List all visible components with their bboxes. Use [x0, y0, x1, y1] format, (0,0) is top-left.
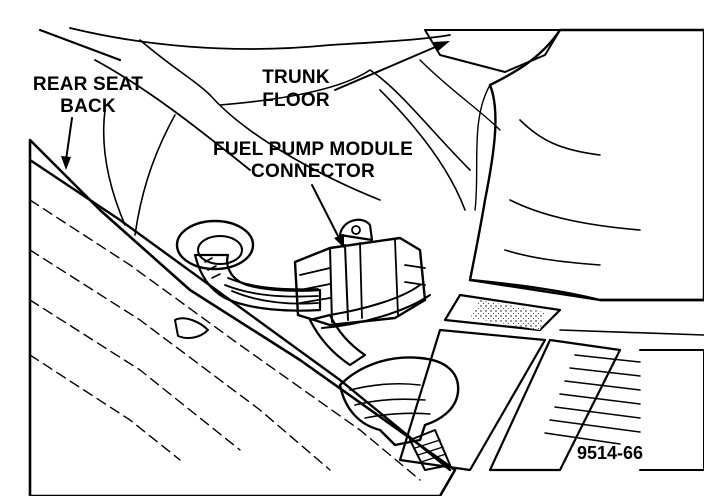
trunk-floor-panel [424, 28, 704, 302]
label-connector-line1: FUEL PUMP MODULE [213, 139, 413, 160]
floor-grommet [175, 219, 255, 271]
label-connector-line2: CONNECTOR [251, 161, 375, 182]
trunk-panel-outlines [38, 27, 501, 236]
leader-rear-seat-back [65, 117, 73, 161]
leader-connector [311, 184, 341, 241]
leader-trunk-floor [334, 44, 441, 91]
fuel-pump-module-connector [293, 218, 427, 327]
floor-rails [398, 278, 704, 472]
label-rear-seat-back-line2: BACK [60, 96, 116, 117]
label-trunk-floor-line2: FLOOR [262, 90, 330, 111]
figure-number: 9514-66 [577, 443, 643, 463]
label-rear-seat-back-line1: REAR SEAT [33, 74, 143, 95]
label-trunk-floor-line1: TRUNK [262, 67, 330, 88]
leader-lines [61, 41, 450, 248]
callouts: REAR SEAT BACK TRUNK FLOOR FUEL PUMP MOD… [33, 67, 643, 463]
lower-connector [338, 356, 460, 471]
wiring-harness [193, 253, 431, 367]
